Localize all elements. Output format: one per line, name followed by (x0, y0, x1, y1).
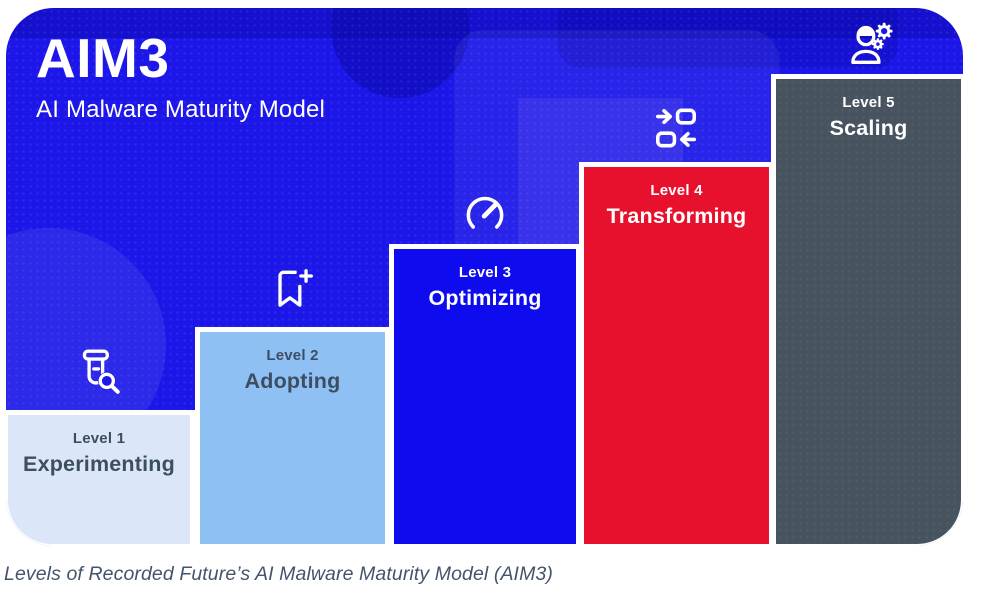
level-label: Level 2 (266, 347, 319, 364)
figure-caption: Levels of Recorded Future’s AI Malware M… (4, 563, 553, 585)
engineer-gears-icon (843, 17, 893, 67)
background-shape-top-band (6, 8, 963, 38)
test-tube-search-icon (74, 346, 124, 396)
speedometer-icon (460, 186, 510, 236)
page-title: AIM3 (36, 27, 170, 89)
level-name: Transforming (606, 204, 747, 228)
banner: AIM3 AI Malware Maturity Model (6, 8, 963, 546)
level-label: Level 5 (842, 94, 895, 111)
maturity-level-5-bar: Level 5 Scaling (774, 77, 963, 546)
maturity-level-2-bar: Level 2 Adopting (198, 330, 387, 546)
maturity-level-1-bar: Level 1 Experimenting (6, 413, 192, 546)
level-label: Level 1 (72, 430, 126, 447)
level-name: Adopting (244, 369, 341, 393)
page-subtitle: AI Malware Maturity Model (36, 95, 326, 123)
maturity-level-4-bar: Level 4 Transforming (582, 165, 771, 546)
header: AIM3 AI Malware Maturity Model (36, 27, 326, 124)
transform-arrows-icon (651, 103, 701, 153)
maturity-level-3-bar: Level 3 Optimizing (392, 247, 578, 546)
level-name: Optimizing (428, 286, 542, 310)
background-shape-blob (558, 8, 898, 68)
level-label: Level 4 (650, 182, 703, 199)
background-shape-circle (331, 8, 469, 98)
bookmark-add-icon (267, 264, 317, 314)
level-name: Scaling (829, 116, 908, 140)
level-name: Experimenting (23, 452, 175, 476)
level-label: Level 3 (458, 264, 512, 281)
